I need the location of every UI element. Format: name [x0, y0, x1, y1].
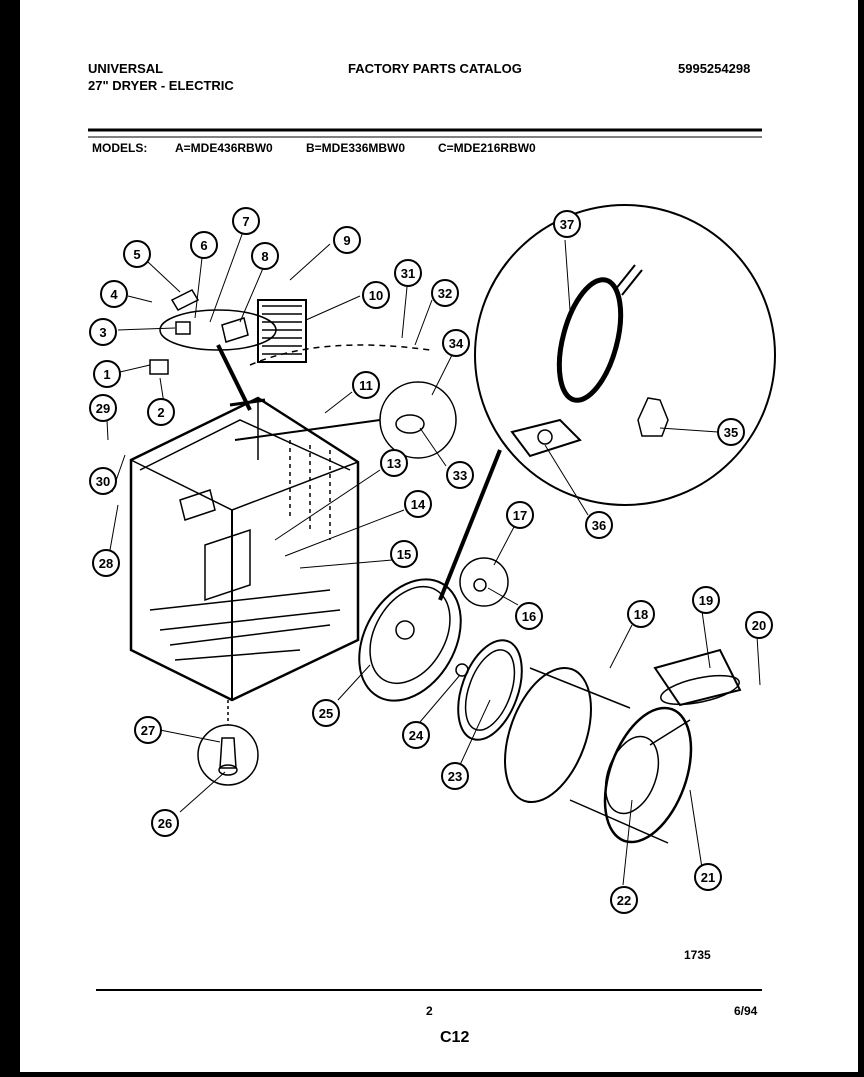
svg-text:22: 22 [617, 893, 631, 908]
callout-6: 6 [190, 231, 218, 259]
svg-text:1: 1 [103, 367, 110, 382]
svg-text:23: 23 [448, 769, 462, 784]
svg-text:15: 15 [397, 547, 411, 562]
callout-2: 2 [147, 398, 175, 426]
callout-26: 26 [151, 809, 179, 837]
svg-text:3: 3 [99, 325, 106, 340]
callout-14: 14 [404, 490, 432, 518]
svg-text:13: 13 [387, 456, 401, 471]
catalog-page [20, 0, 858, 1072]
callout-31: 31 [394, 259, 422, 287]
callout-13: 13 [380, 449, 408, 477]
product-name: 27" DRYER - ELECTRIC [88, 78, 234, 93]
callout-8: 8 [251, 242, 279, 270]
svg-text:26: 26 [158, 816, 172, 831]
cabinet-drawing [129, 344, 360, 702]
svg-text:27: 27 [141, 723, 155, 738]
callout-21: 21 [694, 863, 722, 891]
callout-32: 32 [431, 279, 459, 307]
callout-18: 18 [627, 600, 655, 628]
svg-text:32: 32 [438, 286, 452, 301]
callout-28: 28 [92, 549, 120, 577]
svg-text:21: 21 [701, 870, 715, 885]
callout-10: 10 [362, 281, 390, 309]
svg-text:2: 2 [157, 405, 164, 420]
svg-text:7: 7 [242, 214, 249, 229]
callout-17: 17 [506, 501, 534, 529]
callout-29: 29 [89, 394, 117, 422]
svg-text:14: 14 [411, 497, 426, 512]
callout-16: 16 [515, 602, 543, 630]
callout-19: 19 [692, 586, 720, 614]
svg-text:33: 33 [453, 468, 467, 483]
page-number: 2 [426, 1004, 433, 1018]
drum-baffle [653, 648, 742, 707]
svg-text:34: 34 [449, 336, 464, 351]
svg-text:31: 31 [401, 266, 415, 281]
catalog-title: FACTORY PARTS CATALOG [348, 61, 522, 76]
callout-34: 34 [442, 329, 470, 357]
svg-text:37: 37 [560, 217, 574, 232]
callout-24: 24 [402, 721, 430, 749]
catalog-number: 5995254298 [678, 61, 751, 76]
top-bracket-parts [149, 289, 431, 375]
callout-11: 11 [352, 371, 380, 399]
callout-20: 20 [745, 611, 773, 639]
callout-35: 35 [717, 418, 745, 446]
callout-numbers: 1234567891011131415161718192021222324252… [89, 207, 773, 914]
svg-text:25: 25 [319, 706, 333, 721]
idler-detail [459, 557, 509, 607]
callout-37: 37 [553, 210, 581, 238]
callout-23: 23 [441, 762, 469, 790]
section-code: C12 [440, 1029, 470, 1046]
svg-text:5: 5 [133, 247, 140, 262]
rear-seal [455, 639, 523, 741]
thermostat-detail [234, 381, 457, 459]
svg-text:28: 28 [99, 556, 113, 571]
callout-15: 15 [390, 540, 418, 568]
model-c: C=MDE216RBW0 [438, 141, 536, 155]
callout-27: 27 [134, 716, 162, 744]
model-a: A=MDE436RBW0 [175, 141, 273, 155]
leader-lines [106, 228, 761, 886]
callout-30: 30 [89, 467, 117, 495]
model-b: B=MDE336MBW0 [306, 141, 406, 155]
svg-text:11: 11 [359, 378, 373, 393]
svg-text:20: 20 [752, 618, 766, 633]
svg-text:8: 8 [261, 249, 268, 264]
models-label: MODELS: [92, 141, 148, 155]
svg-text:30: 30 [96, 474, 110, 489]
callout-7: 7 [232, 207, 260, 235]
callout-22: 22 [610, 886, 638, 914]
svg-text:17: 17 [513, 508, 527, 523]
svg-text:4: 4 [110, 287, 118, 302]
svg-text:10: 10 [369, 288, 383, 303]
rear-bulkhead [358, 578, 462, 702]
svg-text:18: 18 [634, 607, 648, 622]
callout-25: 25 [312, 699, 340, 727]
leveling-leg-detail [197, 700, 259, 786]
date: 6/94 [734, 1004, 758, 1018]
callout-1: 1 [93, 360, 121, 388]
callout-4: 4 [100, 280, 128, 308]
svg-text:9: 9 [343, 233, 350, 248]
belt-detail-circle [438, 204, 776, 601]
callout-36: 36 [585, 511, 613, 539]
callout-9: 9 [333, 226, 361, 254]
svg-text:35: 35 [724, 425, 738, 440]
drum-drawing [504, 666, 693, 844]
svg-text:19: 19 [699, 593, 713, 608]
callout-3: 3 [89, 318, 117, 346]
svg-text:6: 6 [200, 238, 207, 253]
figure-code: 1735 [684, 948, 711, 962]
brand-name: UNIVERSAL [88, 61, 164, 76]
svg-text:16: 16 [522, 609, 536, 624]
svg-text:24: 24 [409, 728, 424, 743]
svg-text:36: 36 [592, 518, 606, 533]
callout-33: 33 [446, 461, 474, 489]
callout-5: 5 [123, 240, 151, 268]
svg-text:29: 29 [96, 401, 110, 416]
